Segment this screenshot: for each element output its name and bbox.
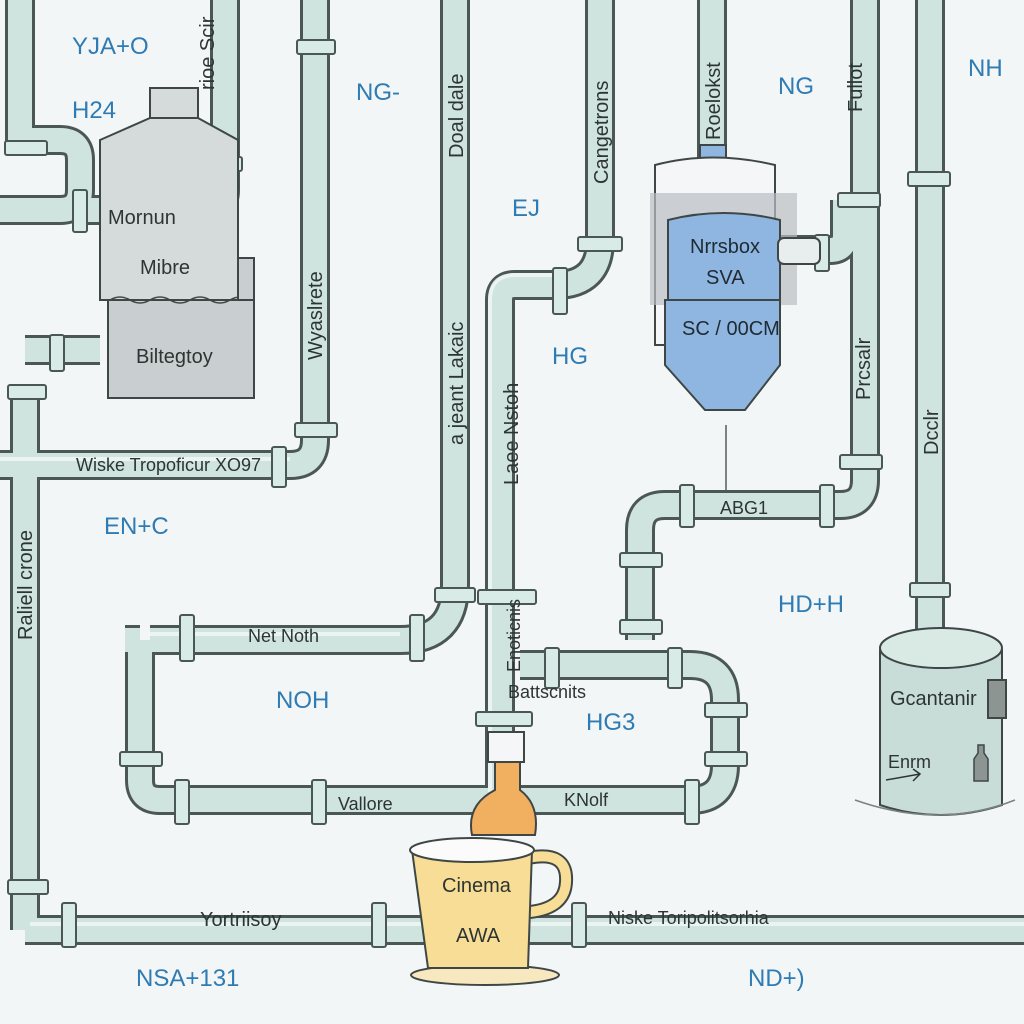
arrow-right-icon [885, 768, 922, 782]
label-abg1: ABG1 [720, 498, 768, 518]
label-mornun: Mornun [108, 207, 176, 229]
label-enoticnis: Enoticnis [504, 599, 524, 672]
label-hg: HG [552, 343, 588, 370]
label-h24: H24 [72, 97, 116, 124]
label-net-noth: Net Noth [248, 626, 319, 646]
label-doal-dale: Doal dale [446, 73, 468, 158]
label-ej: EJ [512, 195, 540, 222]
label-vallore: Vallore [338, 794, 393, 814]
top-right-tank [650, 144, 821, 490]
label-en-c: EN+C [104, 513, 169, 540]
label-roelokst: Roelokst [703, 62, 725, 140]
label-wiske-tropoficur: Wiske Tropoficur XO97 [76, 455, 261, 475]
label-hg3: HG3 [586, 709, 635, 736]
left-machine [99, 87, 255, 399]
right-container [854, 627, 1016, 816]
label-nd: ND+) [748, 965, 805, 992]
label-rioe-scir: rioe Scir [197, 16, 219, 90]
label-dcclr: Dcclr [921, 409, 943, 455]
label-niske-torpolitsorhia: Niske Toripolitsorhia [608, 908, 770, 928]
label-nh: NH [968, 55, 1003, 82]
label-hd-h: HD+H [778, 591, 844, 618]
label-laee-nstoh: Laee Nstoh [501, 383, 523, 485]
label-raliell-crone: Raliell crone [15, 530, 37, 640]
label-fullot: Fullot [845, 63, 867, 112]
label-biltegtoy: Biltegtoy [136, 346, 213, 368]
label-prcsalr: Prcsalr [853, 337, 875, 400]
label-awa: AWA [456, 925, 501, 947]
label-ng-top: NG- [356, 79, 400, 106]
label-noh: NOH [276, 687, 329, 714]
label-cinema: Cinema [442, 875, 512, 897]
label-a-jeant-lakaic: a jeant Lakaic [446, 322, 468, 445]
label-gcantanir: Gcantanir [890, 688, 977, 710]
labels: YJA+O H24 rioe Scir NG- Doal dale Canget… [15, 16, 1003, 992]
label-wyaslrete: Wyaslrete [305, 271, 327, 360]
label-enrm: Enrm [888, 752, 931, 772]
label-sc-00cm: SC / 00CM [682, 318, 780, 340]
label-nsa-131: NSA+131 [136, 965, 239, 992]
label-knolf: KNolf [564, 790, 609, 810]
label-nrrsbox: Nrrsbox [690, 236, 760, 258]
label-yja-o: YJA+O [72, 33, 149, 60]
label-yortriisoy: Yortriisoy [200, 909, 282, 931]
label-ng-right: NG [778, 73, 814, 100]
label-sva: SVA [706, 267, 745, 289]
label-battscnits: Battscnits [508, 682, 586, 702]
label-cangetrons: Cangetrons [591, 81, 613, 184]
bottom-mug [409, 731, 574, 986]
label-mibre: Mibre [140, 257, 190, 279]
